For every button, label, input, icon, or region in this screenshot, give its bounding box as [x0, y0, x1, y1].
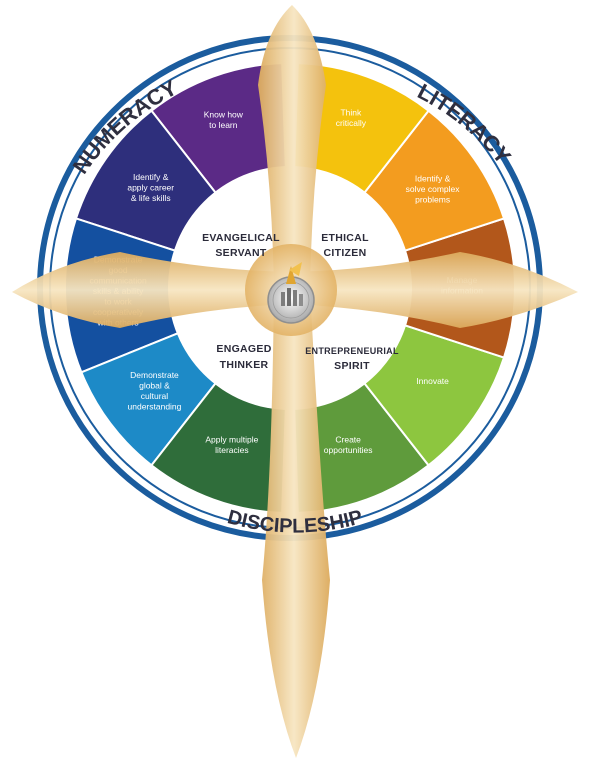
- segment-label-line: Apply multiple: [205, 434, 258, 444]
- segment-label-line: opportunities: [324, 445, 373, 455]
- segment-label-line: Know how: [204, 110, 244, 120]
- segment-label-line: Innovate: [416, 376, 449, 386]
- segment-label-line: understanding: [128, 402, 182, 412]
- label-ethical: ETHICAL: [321, 232, 369, 244]
- school-board-logo: [267, 262, 315, 324]
- label-spirit: SPIRIT: [334, 360, 370, 372]
- label-citizen: CITIZEN: [324, 247, 367, 259]
- segment-label-line: Think: [340, 107, 362, 117]
- segment-label-innovate: Innovate: [416, 376, 449, 386]
- segment-label-line: Identify &: [133, 172, 169, 182]
- label-evangelical: EVANGELICAL: [202, 232, 280, 244]
- segment-label-line: critically: [336, 118, 367, 128]
- cross-vertical-arm: [258, 5, 330, 758]
- segment-label-line: literacies: [215, 445, 249, 455]
- segment-label-line: Identify &: [415, 173, 451, 183]
- segment-label-line: Create: [335, 434, 361, 444]
- segment-label-line: & life skills: [131, 193, 171, 203]
- segment-label-line: Demonstrate: [130, 370, 179, 380]
- label-servant: SERVANT: [215, 247, 267, 259]
- label-entrepreneurial: ENTREPRENEURIAL: [305, 346, 399, 356]
- segment-label-line: problems: [415, 194, 450, 204]
- segment-label-line: to learn: [209, 120, 238, 130]
- segment-label-line: cultural: [141, 391, 169, 401]
- segment-label-line: solve complex: [406, 184, 461, 194]
- segment-label-line: apply career: [127, 182, 174, 192]
- segment-label-identify-career-skills: Identify &apply career& life skills: [127, 172, 174, 203]
- label-engaged: ENGAGED: [216, 343, 271, 355]
- segment-label-line: global &: [139, 381, 170, 391]
- label-thinker: THINKER: [220, 359, 269, 371]
